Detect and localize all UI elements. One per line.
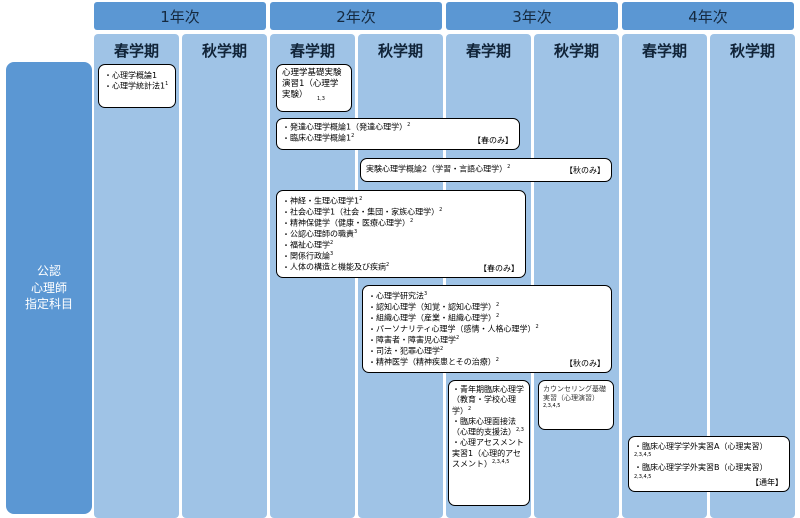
year-header-2: 2年次: [270, 2, 442, 30]
course-box-counseling-practice: カウンセリング基礎実習（心理演習） 2,3,4,5: [538, 380, 614, 430]
course-box-year2-fall-list: 心理学研究法3 認知心理学（知覚・認知心理学）2 組織心理学（産業・組織心理学）…: [362, 285, 612, 373]
course-item: 障害者・障害児心理学2: [368, 335, 606, 346]
semester-column: [182, 34, 267, 518]
course-item: 精神保健学（健康・医療心理学）2: [282, 218, 520, 229]
course-item: ・臨床心理学学外実習A（心理実習）2,3,4,5: [634, 442, 768, 459]
semester-label: 春学期: [641, 41, 687, 60]
year-header-1: 1年次: [94, 2, 266, 30]
course-item: 人体の構造と機能及び疾病2: [282, 262, 520, 273]
course-item: 発達心理学概論1（発達心理学）2: [282, 122, 514, 133]
course-item: 関係行政論3: [282, 251, 520, 262]
course-item: 組織心理学（産業・組織心理学）2: [368, 313, 606, 324]
course-item: 心理学概論1: [104, 71, 170, 81]
semester-column: [534, 34, 619, 518]
course-item: 司法・犯罪心理学2: [368, 346, 606, 357]
course-box-year3-spring: ・青年期臨床心理学（教育・学校心理学）2 ・臨床心理面接法（心理的支援法）2,3…: [448, 380, 530, 506]
course-box-year2-spring-list: 神経・生理心理学12 社会心理学1（社会・集団・家族心理学）2 精神保健学（健康…: [276, 190, 526, 278]
course-item: 心理学研究法3: [368, 291, 606, 302]
semester-label: 秋学期: [729, 41, 775, 60]
course-item: 福祉心理学2: [282, 240, 520, 251]
course-item: 臨床心理学概論12: [282, 133, 514, 144]
course-item: 心理学統計法11: [104, 81, 170, 92]
term-tag: 【春のみ】: [473, 135, 513, 145]
course-item: 神経・生理心理学12: [282, 196, 520, 207]
term-tag: 【通年】: [751, 477, 783, 487]
semester-column: [94, 34, 179, 518]
course-box-basic-experiment: 心理学基礎実験演習1（心理学実験） 1,3: [276, 64, 352, 112]
course-box-experimental: 実験心理学概論2（学習・言語心理学）2 【秋のみ】: [360, 158, 612, 182]
course-item: 社会心理学1（社会・集団・家族心理学）2: [282, 207, 520, 218]
course-item: ・心理アセスメント実習1（心理的アセスメント）2,3,4,5: [452, 438, 524, 469]
semester-label: 春学期: [465, 41, 511, 60]
semester-label: 秋学期: [377, 41, 423, 60]
course-item: 精神医学（精神疾患とその治療）2: [368, 357, 606, 368]
course-box-external-practicum: ・臨床心理学学外実習A（心理実習）2,3,4,5 ・臨床心理学学外実習B（心理実…: [628, 436, 790, 492]
course-item: 認知心理学（知覚・認知心理学）2: [368, 302, 606, 313]
course-item: パーソナリティ心理学（感情・人格心理学）2: [368, 324, 606, 335]
term-tag: 【春のみ】: [479, 263, 519, 273]
year-header-3: 3年次: [446, 2, 618, 30]
course-item: ・青年期臨床心理学（教育・学校心理学）2: [452, 385, 524, 416]
year-header-4: 4年次: [622, 2, 794, 30]
semester-label: 春学期: [289, 41, 335, 60]
course-box-developmental: 発達心理学概論1（発達心理学）2 臨床心理学概論12 【春のみ】: [276, 118, 520, 150]
course-item: ・臨床心理学学外実習B（心理実習）2,3,4,5: [634, 463, 768, 480]
semester-label: 秋学期: [201, 41, 247, 60]
course-item: ・臨床心理面接法（心理的支援法）2,3: [452, 416, 524, 437]
course-item: 公認心理師の職責3: [282, 229, 520, 240]
semester-label: 秋学期: [553, 41, 599, 60]
side-label-text: 公認 心理師 指定科目: [24, 263, 73, 312]
course-box-year1-spring: 心理学概論1 心理学統計法11: [98, 64, 176, 108]
term-tag: 【秋のみ】: [565, 358, 605, 368]
side-label-certified-psychologist: 公認 心理師 指定科目: [6, 62, 92, 514]
term-tag: 【秋のみ】: [565, 165, 605, 175]
semester-label: 春学期: [113, 41, 159, 60]
